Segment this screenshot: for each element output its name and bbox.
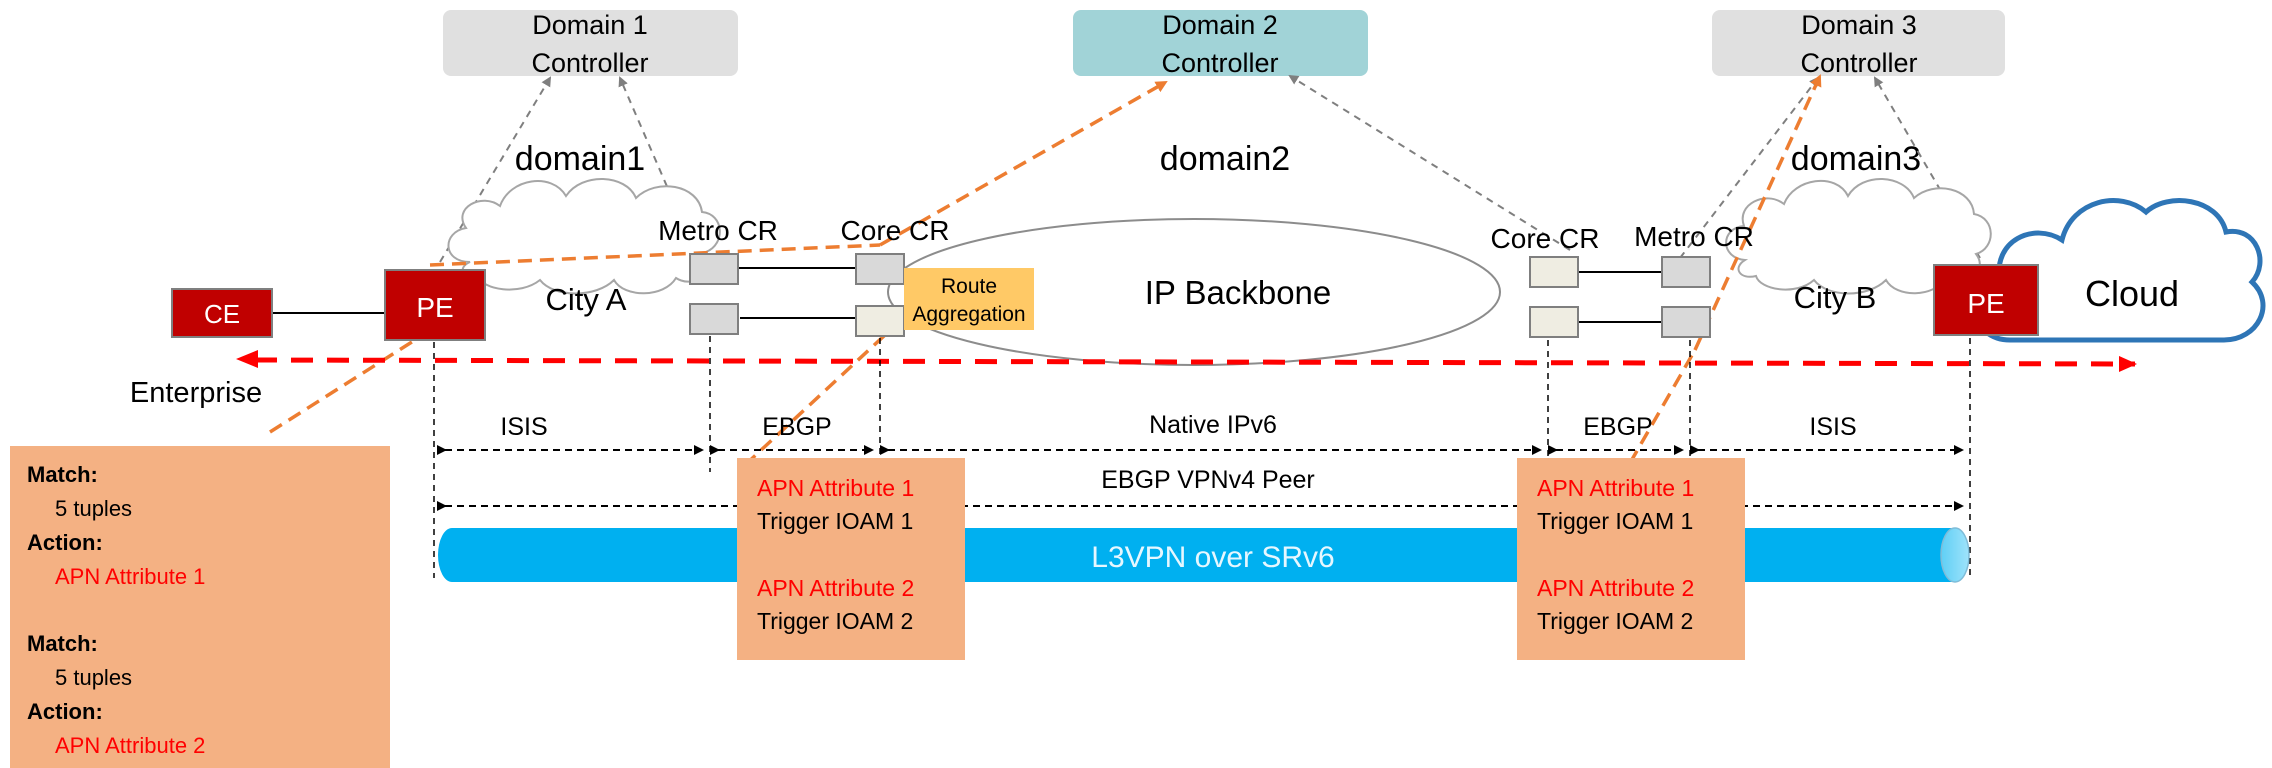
pe-left-device[interactable]: PE bbox=[384, 269, 486, 341]
metro-cr-left-router-top[interactable] bbox=[689, 253, 739, 285]
pe-right-label: PE bbox=[1967, 288, 2004, 319]
enterprise-label: Enterprise bbox=[130, 377, 262, 409]
controller-line1: Domain 2 bbox=[1162, 10, 1278, 40]
ebgp-left-label: EBGP bbox=[762, 413, 831, 441]
domain2-label: domain2 bbox=[1160, 140, 1290, 178]
core-cr-right-label: Core CR bbox=[1491, 223, 1600, 254]
match2-label: Match: bbox=[27, 631, 98, 656]
trigger-ioam1: Trigger IOAM 1 bbox=[1537, 508, 1693, 534]
trigger-ioam2: Trigger IOAM 2 bbox=[1537, 608, 1693, 634]
policy-attr1: APN Attribute 1 bbox=[55, 564, 205, 589]
controller-line1: Domain 1 bbox=[532, 10, 648, 40]
ce-label: CE bbox=[204, 299, 240, 329]
ebgp-vpnv4-label: EBGP VPNv4 Peer bbox=[1101, 466, 1315, 494]
metro-cr-left-label: Metro CR bbox=[658, 215, 778, 246]
controller-line2: Controller bbox=[1800, 48, 1917, 78]
tunnel-label: L3VPN over SRv6 bbox=[1091, 541, 1334, 574]
ebgp-right-label: EBGP bbox=[1583, 413, 1652, 441]
cloud-label: Cloud bbox=[2085, 273, 2179, 314]
apn-box-left: APN Attribute 1 Trigger IOAM 1 APN Attri… bbox=[737, 458, 965, 660]
controller-line2: Controller bbox=[1161, 48, 1278, 78]
ce-device[interactable]: CE bbox=[171, 288, 273, 338]
metro-cr-right-router-top[interactable] bbox=[1661, 256, 1711, 288]
core-cr-right-router-bottom[interactable] bbox=[1529, 306, 1579, 338]
pe-right-device[interactable]: PE bbox=[1933, 264, 2039, 336]
public-cloud: Cloud bbox=[1972, 198, 2266, 343]
route-aggregation-box[interactable]: Route Aggregation bbox=[904, 268, 1034, 330]
core-cr-left-router-bottom[interactable] bbox=[855, 305, 905, 337]
apn-attr1: APN Attribute 1 bbox=[1537, 475, 1694, 501]
trigger-ioam1: Trigger IOAM 1 bbox=[757, 508, 913, 534]
ip-backbone-label: IP Backbone bbox=[1145, 274, 1332, 311]
apn-attr2: APN Attribute 2 bbox=[757, 575, 914, 601]
match1-label: Match: bbox=[27, 462, 98, 487]
core-cr-left-label: Core CR bbox=[841, 215, 950, 246]
domain1-label: domain1 bbox=[515, 140, 645, 178]
metro-cr-right-router-bottom[interactable] bbox=[1661, 306, 1711, 338]
domain2-controller[interactable]: Domain 2 Controller bbox=[1073, 10, 1368, 78]
policy-box: Match: 5 tuples Action: APN Attribute 1 … bbox=[10, 446, 390, 768]
apn-attr1: APN Attribute 1 bbox=[757, 475, 914, 501]
policy-attr2: APN Attribute 2 bbox=[55, 733, 205, 758]
city-a-label: City A bbox=[546, 282, 627, 317]
links bbox=[272, 267, 1662, 323]
route-aggregation-line1: Route bbox=[941, 275, 997, 298]
action2-label: Action: bbox=[27, 699, 103, 724]
core-cr-right-router-top[interactable] bbox=[1529, 256, 1579, 288]
end-to-end-arrow-tail bbox=[236, 350, 258, 368]
domain1-controller[interactable]: Domain 1 Controller bbox=[443, 10, 738, 78]
isis-left-label: ISIS bbox=[500, 413, 547, 441]
tuples2-label: 5 tuples bbox=[55, 665, 132, 690]
domain3-label: domain3 bbox=[1791, 140, 1921, 178]
metro-cr-right-label: Metro CR bbox=[1634, 221, 1754, 252]
trigger-ioam2: Trigger IOAM 2 bbox=[757, 608, 913, 634]
isis-right-label: ISIS bbox=[1809, 413, 1856, 441]
native-ipv6-label: Native IPv6 bbox=[1149, 411, 1277, 439]
controller-line2: Controller bbox=[531, 48, 648, 78]
city-a-cloud: City A bbox=[447, 178, 721, 317]
domain3-controller[interactable]: Domain 3 Controller bbox=[1712, 10, 2005, 78]
metro-cr-left-router-bottom[interactable] bbox=[689, 303, 739, 335]
controller-line1: Domain 3 bbox=[1801, 10, 1917, 40]
core-cr-left-router-top[interactable] bbox=[855, 253, 905, 285]
city-b-label: City B bbox=[1794, 280, 1877, 315]
action1-label: Action: bbox=[27, 530, 103, 555]
orange-flow-arrows bbox=[269, 74, 1822, 467]
apn-box-right: APN Attribute 1 Trigger IOAM 1 APN Attri… bbox=[1517, 458, 1745, 660]
apn-attr2: APN Attribute 2 bbox=[1537, 575, 1694, 601]
ip-backbone: IP Backbone bbox=[887, 218, 1501, 366]
end-to-end-arrow bbox=[254, 355, 2137, 372]
tuples1-label: 5 tuples bbox=[55, 496, 132, 521]
city-b-cloud: City B bbox=[1725, 178, 1992, 315]
pe-left-label: PE bbox=[416, 292, 453, 323]
route-aggregation-line2: Aggregation bbox=[912, 303, 1025, 326]
